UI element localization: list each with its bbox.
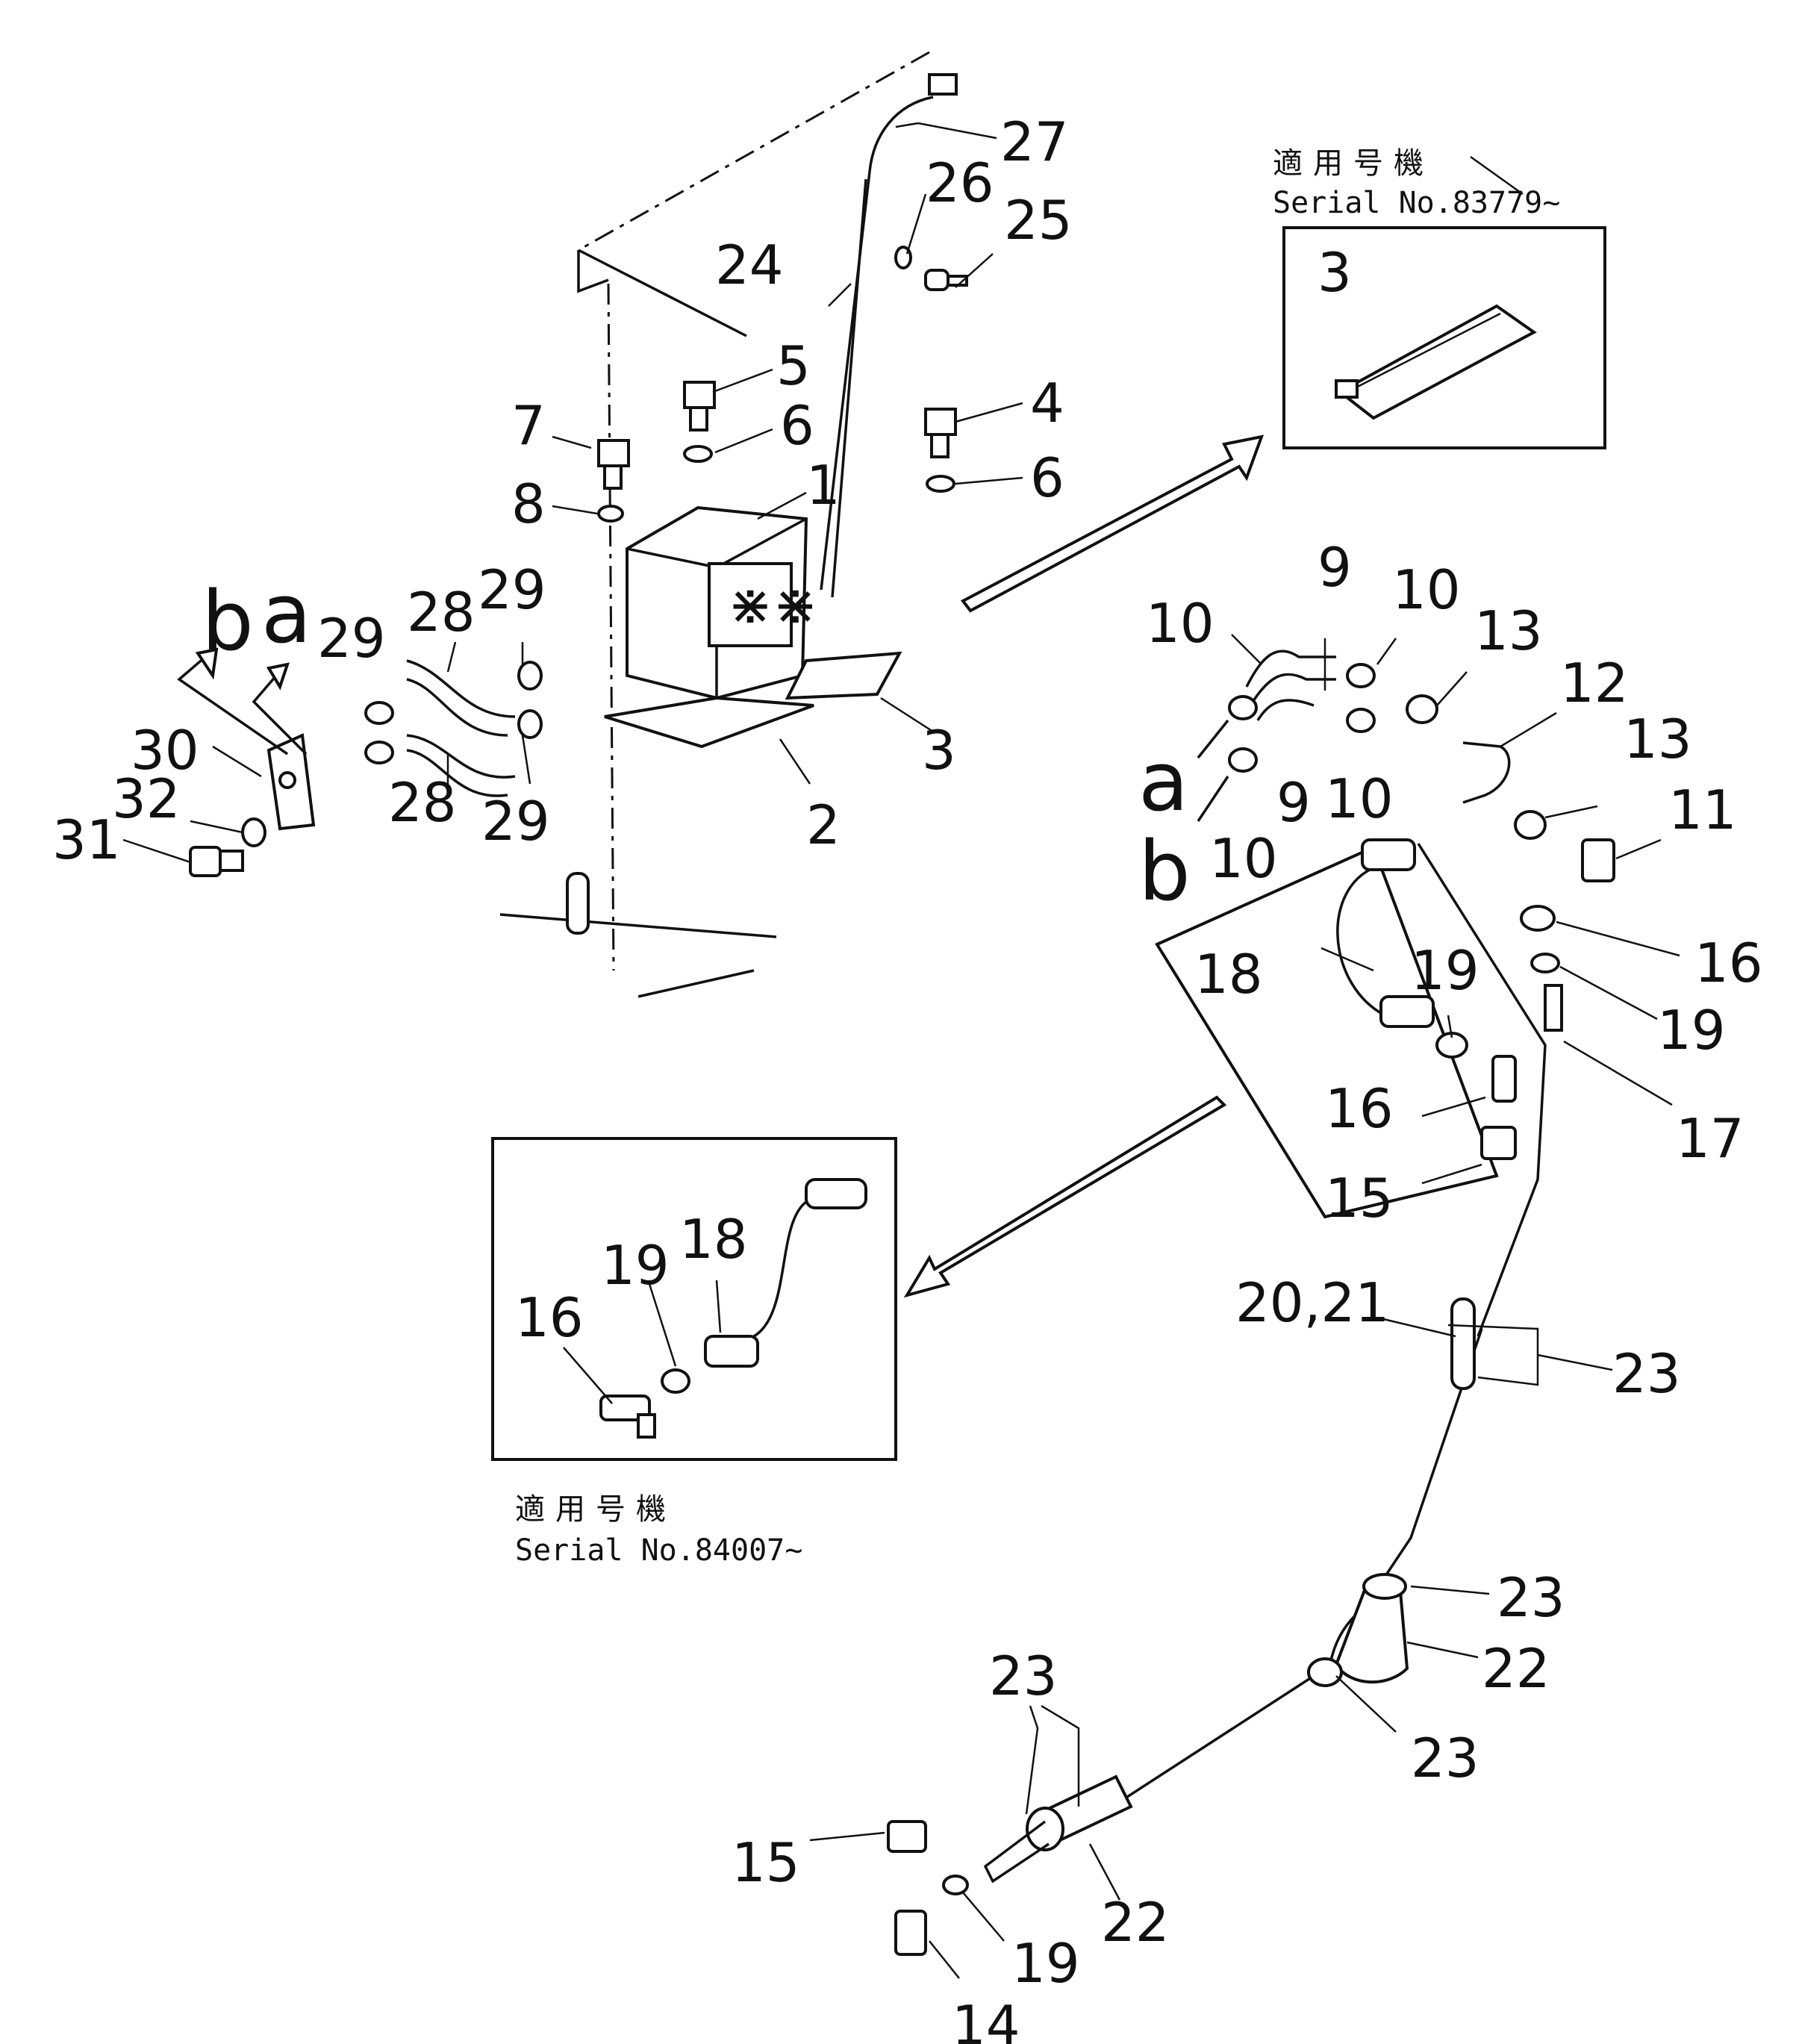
- label-15b: 15: [732, 1831, 800, 1894]
- part-labels: 27 26 25 24 5 6 4 6 7 1 8 3 2 29 28 29 2…: [52, 110, 1763, 2044]
- hoses-and-clamps-left: [189, 659, 543, 877]
- caption-upper-jp: 適用号機: [1273, 146, 1434, 181]
- label-23b: 23: [1497, 1566, 1565, 1629]
- label-10d: 10: [1209, 827, 1278, 890]
- label-25: 25: [1004, 189, 1073, 252]
- label-26: 26: [926, 152, 994, 214]
- label-29c: 29: [481, 790, 550, 853]
- label-a-right: a: [1138, 734, 1188, 829]
- caption-lower-jp: 適用号機: [515, 1492, 676, 1527]
- label-b-right: b: [1138, 823, 1191, 919]
- bolts-upper: [597, 246, 968, 523]
- label-16b: 16: [1325, 1077, 1394, 1140]
- caption-lower-serial: Serial No.84007∼: [515, 1533, 802, 1568]
- ab-arrows-right: [1197, 719, 1229, 822]
- label-16a: 16: [1694, 932, 1763, 994]
- caption-upper: 適用号機 Serial No.83779∼: [1273, 146, 1560, 220]
- label-32: 32: [112, 767, 181, 830]
- label-a-left: a: [261, 566, 311, 661]
- label-12: 12: [1560, 652, 1629, 714]
- label-23d: 23: [989, 1645, 1058, 1707]
- label-24: 24: [715, 234, 784, 296]
- label-14: 14: [952, 1994, 1020, 2044]
- label-9b: 9: [1276, 771, 1311, 834]
- label-27: 27: [1000, 110, 1069, 173]
- label-7: 7: [511, 394, 546, 457]
- label-5: 5: [776, 334, 811, 397]
- label-6a: 6: [780, 394, 814, 457]
- label-28b: 28: [388, 771, 457, 834]
- label-11: 11: [1668, 779, 1737, 841]
- cab-panel: [499, 51, 930, 998]
- cable-harness: [820, 73, 958, 598]
- inset-upper-right: [1282, 226, 1606, 449]
- label-18a: 18: [1194, 943, 1263, 1006]
- caption-upper-serial: Serial No.83779∼: [1273, 186, 1560, 220]
- label-19c: 19: [1011, 1932, 1080, 1995]
- label-17: 17: [1676, 1107, 1744, 1170]
- label-13a: 13: [1474, 599, 1543, 662]
- arrow-to-upper-inset: [960, 434, 1265, 613]
- ab-arrows-left: [177, 647, 308, 755]
- label-23a: 23: [1612, 1342, 1681, 1405]
- label-22b: 22: [1101, 1891, 1170, 1954]
- svg-text:⋇⋇: ⋇⋇: [728, 573, 818, 636]
- label-22a: 22: [1482, 1637, 1550, 1700]
- label-10b: 10: [1392, 558, 1461, 621]
- caption-lower: 適用号機 Serial No.84007∼: [515, 1492, 802, 1568]
- label-9a: 9: [1318, 536, 1352, 599]
- label-30: 30: [131, 719, 199, 782]
- label-29b: 29: [317, 607, 386, 670]
- label-23c: 23: [1411, 1727, 1479, 1789]
- label-16-inset: 16: [515, 1286, 584, 1349]
- label-15a: 15: [1325, 1167, 1394, 1230]
- label-19a: 19: [1657, 999, 1726, 1062]
- label-3: 3: [922, 719, 956, 782]
- label-29a: 29: [478, 558, 546, 621]
- heater-unit: ⋇⋇: [604, 505, 902, 749]
- label-18-inset: 18: [679, 1208, 748, 1271]
- inset-lower-left: [491, 1137, 897, 1461]
- leader-lines: [122, 122, 1680, 1979]
- label-1: 1: [806, 454, 841, 517]
- label-10a: 10: [1146, 592, 1214, 655]
- label-31: 31: [52, 808, 121, 871]
- piping-right: [887, 649, 1615, 1956]
- label-8: 8: [511, 473, 546, 535]
- label-2: 2: [806, 794, 841, 856]
- arrow-to-lower-inset: [903, 1095, 1227, 1298]
- label-19b: 19: [1411, 939, 1479, 1002]
- label-3-inset: 3: [1318, 241, 1352, 304]
- label-13b: 13: [1624, 708, 1692, 770]
- inset-polygon-right: [1155, 838, 1517, 1219]
- label-10c: 10: [1325, 767, 1394, 830]
- label-6b: 6: [1030, 446, 1064, 509]
- label-19-inset: 19: [601, 1234, 670, 1297]
- label-4: 4: [1030, 372, 1064, 434]
- label-28a: 28: [407, 581, 475, 644]
- label-20-21: 20,21: [1235, 1271, 1389, 1334]
- label-b-left: b: [202, 573, 254, 669]
